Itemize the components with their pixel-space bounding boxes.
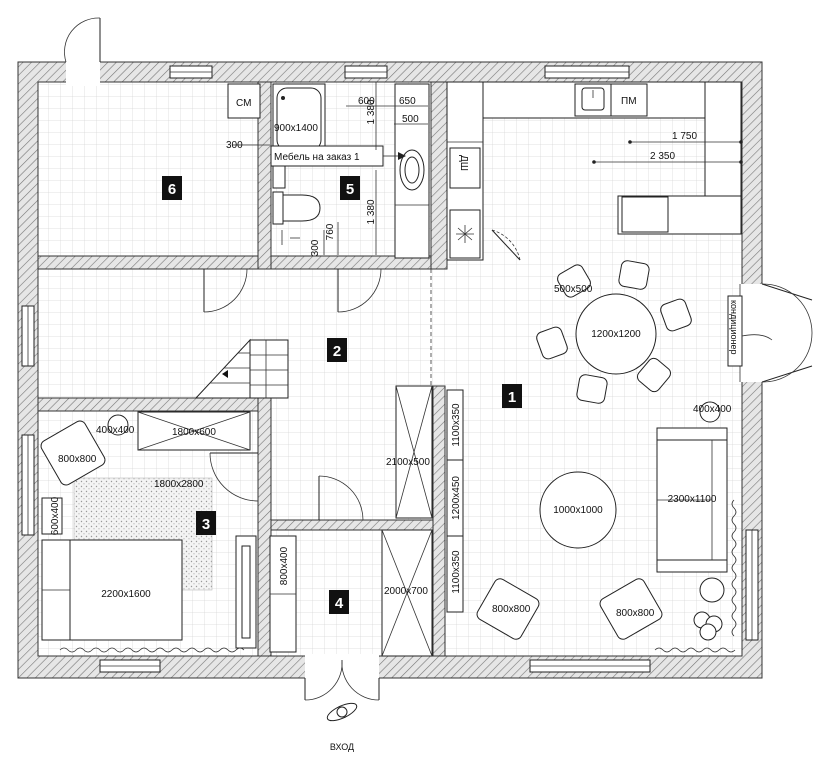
dim-dresser: 1800x600 — [172, 427, 216, 438]
dishwasher-label: ПМ — [621, 96, 637, 107]
interior-walls — [37, 81, 448, 657]
dim-sofa: 2300x1100 — [668, 494, 717, 505]
dim-300a: 300 — [226, 140, 243, 151]
room-2-number: 2 — [333, 343, 341, 360]
dim-bath: 900x1400 — [274, 123, 318, 134]
dim-1380b: 1 380 — [366, 199, 377, 224]
bedroom-furniture — [40, 411, 257, 649]
dim-650: 650 — [399, 96, 416, 107]
dim-wardrobe-hall: 2100x500 — [386, 457, 430, 468]
dim-bedroom-lamp: 400x400 — [96, 425, 135, 436]
oven-label: ДШ — [458, 155, 469, 171]
dim-chair-dining: 500x500 — [554, 284, 593, 295]
kitchen-counters — [446, 81, 742, 261]
room-3-badge — [196, 511, 216, 535]
dim-shelf-1100b: 1100x350 — [451, 550, 462, 594]
dim-shelf-1100a: 1100x350 — [451, 403, 462, 447]
curtains — [59, 499, 737, 653]
dim-rug: 1800x2800 — [154, 479, 204, 490]
dim-wardrobe-entry: 2000x700 — [384, 586, 428, 597]
room-6-badge — [162, 176, 182, 200]
dim-floor-lamp: 400x400 — [693, 404, 732, 415]
room-3-number: 3 — [202, 516, 210, 533]
washer-label: СМ — [236, 98, 251, 109]
room-1-badge — [502, 384, 522, 408]
dim-bench: 800x400 — [279, 546, 290, 585]
wardrobes — [269, 385, 464, 657]
living-furniture — [476, 260, 773, 641]
dim-armchair-right: 800x800 — [616, 608, 655, 619]
custom-furniture-label: Мебель на заказ 1 — [274, 151, 360, 163]
room-6-number: 6 — [168, 181, 176, 198]
room-4-badge — [329, 590, 349, 614]
dim-600: 600 — [358, 96, 375, 107]
dim-shelf-1200: 1200x450 — [451, 476, 462, 520]
dim-coffee-table: 1000x1000 — [553, 505, 603, 516]
dim-armchair-left: 800x800 — [492, 604, 531, 615]
air-conditioner-label: кондиционер — [729, 300, 739, 354]
dim-300b: 300 — [310, 239, 321, 256]
dim-1380a: 1 380 — [366, 99, 377, 124]
dim-500: 500 — [402, 114, 419, 125]
room-5-badge — [340, 176, 360, 200]
dim-1750: 1 750 — [672, 131, 697, 142]
dim-2350: 2 350 — [650, 151, 675, 162]
windows — [21, 65, 759, 673]
room-numbers: 1 2 3 4 5 6 — [162, 176, 522, 614]
custom-furniture-callout — [270, 145, 406, 167]
room-5-number: 5 — [346, 181, 354, 198]
appliance-labels: СМ ПМ ДШ Мебель на заказ 1 кондиционер В… — [236, 96, 739, 752]
room-1-number: 1 — [508, 389, 516, 406]
dimension-labels: 900x1400 600 650 500 1 380 1 380 300 300… — [50, 96, 732, 619]
room-2-badge — [327, 338, 347, 362]
dim-760: 760 — [325, 223, 336, 240]
dim-nightstand: 600x400 — [50, 496, 61, 535]
bathroom-fixtures — [227, 83, 430, 259]
person-icon — [326, 702, 358, 722]
entrance-label: ВХОД — [330, 742, 354, 752]
staircase — [194, 338, 289, 399]
dim-bed: 2200x1600 — [101, 589, 151, 600]
dim-dining-table: 1200x1200 — [591, 329, 641, 340]
doors — [64, 17, 813, 701]
room-4-number: 4 — [335, 595, 344, 612]
dimension-lines — [232, 82, 743, 255]
dim-bedroom-armchair: 800x800 — [58, 454, 97, 465]
